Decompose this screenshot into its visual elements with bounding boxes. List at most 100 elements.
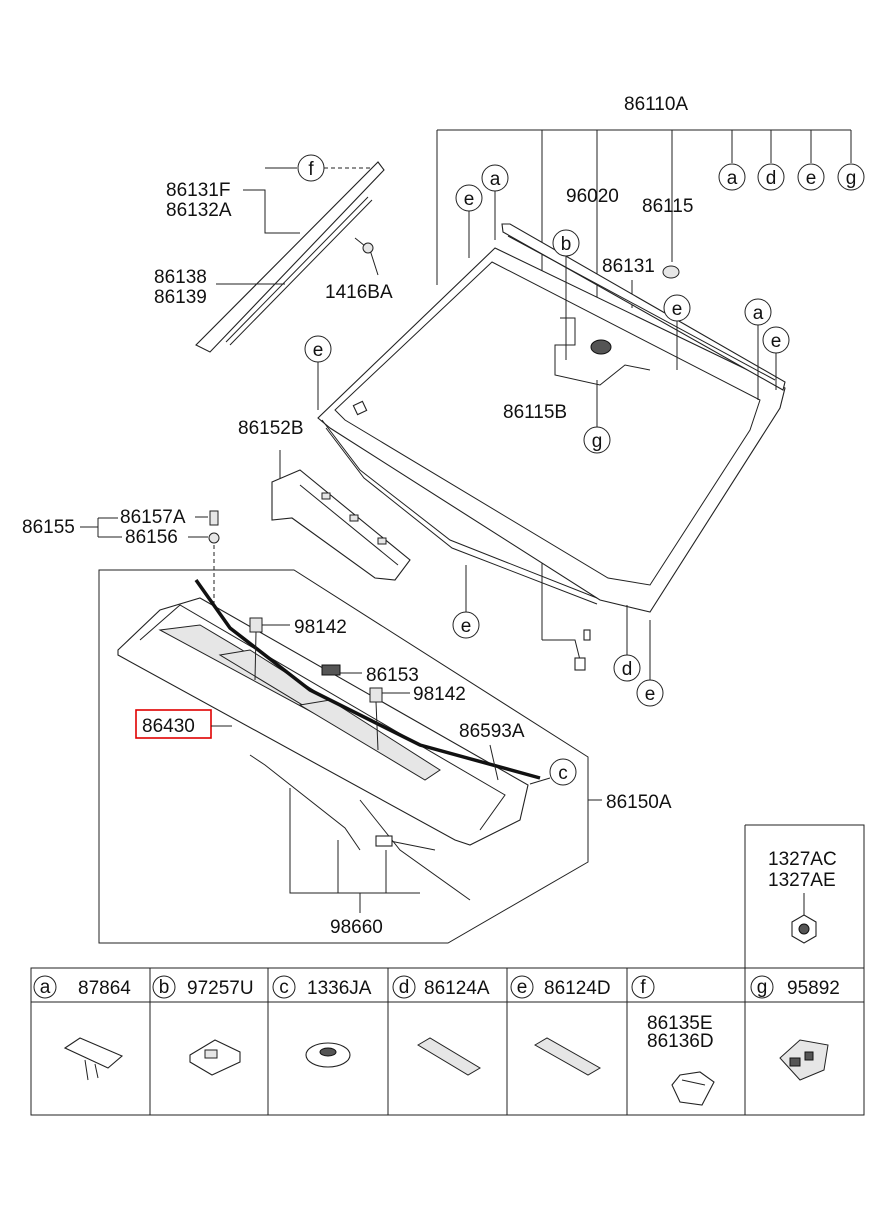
svg-text:d: d — [622, 659, 633, 680]
pillar-molding-section: 86131F 86132A f 86138 86139 1416BA — [154, 154, 393, 353]
clip-86135E-icon — [671, 1071, 715, 1106]
label-86131F: 86131F — [166, 180, 230, 201]
label-86139: 86139 — [154, 287, 207, 308]
callout-circle-d-top: d — [757, 163, 785, 191]
label-86132A: 86132A — [166, 200, 232, 221]
svg-text:g: g — [592, 431, 603, 452]
callout-circle-e-4: e — [304, 335, 332, 363]
svg-text:d: d — [766, 168, 777, 189]
label-86153: 86153 — [366, 665, 419, 686]
legend-part-d: 86124A — [424, 978, 490, 999]
svg-text:a: a — [727, 168, 738, 189]
svg-text:a: a — [753, 303, 764, 324]
pad-86124A-icon — [417, 1037, 481, 1076]
clip-86157A — [209, 510, 219, 526]
trim-86152B-section: 86152B — [238, 418, 411, 581]
legend-part-a: 87864 — [78, 978, 131, 999]
legend-table: a 87864 b 97257U c 1336JA d 86124A e — [30, 967, 865, 1116]
clip-86115 — [662, 265, 680, 279]
callout-circle-d-1: d — [613, 654, 641, 682]
legend-cell-f: f 86135E 86136D — [631, 975, 715, 1106]
callout-circle-a-top: a — [718, 163, 746, 191]
label-1327AE: 1327AE — [768, 870, 836, 891]
svg-text:e: e — [806, 168, 817, 189]
legend-cell-e: e 86124D — [510, 975, 611, 1076]
svg-text:c: c — [558, 763, 568, 784]
svg-text:e: e — [645, 684, 656, 705]
label-86430: 86430 — [142, 716, 195, 737]
callout-circle-c: c — [549, 758, 577, 786]
legend-part-f1: 86135E — [647, 1013, 713, 1034]
svg-text:d: d — [399, 977, 410, 998]
label-1416BA: 1416BA — [325, 282, 393, 303]
pad-86124D-icon — [533, 1037, 602, 1076]
seal-86593A — [194, 578, 541, 780]
clip-95892-icon — [779, 1039, 829, 1081]
callout-circle-a-1: a — [481, 164, 509, 192]
label-86593A: 86593A — [459, 721, 525, 742]
callout-circle-e-2: e — [663, 294, 691, 322]
label-86155: 86155 — [22, 517, 75, 538]
svg-text:e: e — [313, 340, 324, 361]
svg-text:a: a — [40, 977, 51, 998]
label-86138: 86138 — [154, 267, 207, 288]
nozzle-98142-1 — [249, 617, 263, 633]
callout-circle-e-top: e — [797, 163, 825, 191]
nut-box: 1327AC 1327AE — [744, 824, 865, 968]
callout-circle-e-3: e — [762, 326, 790, 354]
highlight-box-86430 — [135, 709, 212, 739]
grommet-86156 — [208, 532, 220, 544]
legend-part-b: 97257U — [187, 978, 254, 999]
label-86152B: 86152B — [238, 418, 304, 439]
callout-circle-g-top: g — [837, 163, 865, 191]
label-86115B: 86115B — [503, 402, 567, 423]
legend-part-f2: 86136D — [647, 1031, 714, 1052]
svg-text:b: b — [159, 977, 170, 998]
svg-text:a: a — [490, 169, 501, 190]
windshield-section: 86110A a d e g 96020 86115 86131 86115B … — [304, 94, 865, 707]
callout-circle-e-1: e — [455, 184, 483, 212]
label-86110A: 86110A — [624, 94, 688, 115]
callout-circle-f: f — [297, 154, 325, 182]
rain-sensor — [590, 339, 612, 355]
legend-cell-d: d 86124A — [392, 975, 490, 1076]
svg-text:e: e — [461, 616, 472, 637]
svg-text:f: f — [640, 977, 646, 998]
legend-part-c: 1336JA — [307, 978, 372, 999]
svg-text:e: e — [771, 331, 782, 352]
svg-text:e: e — [464, 189, 475, 210]
legend-cell-a: a 87864 — [33, 975, 131, 1081]
svg-text:e: e — [672, 299, 683, 320]
label-96020: 96020 — [566, 186, 619, 207]
callout-circle-e-5: e — [452, 611, 480, 639]
label-98142-1: 98142 — [294, 617, 347, 638]
svg-text:f: f — [308, 159, 314, 180]
legend-part-e: 86124D — [544, 978, 611, 999]
svg-text:b: b — [561, 234, 572, 255]
screw-1416BA — [362, 242, 374, 254]
label-86157A: 86157A — [120, 507, 186, 528]
svg-text:c: c — [279, 977, 289, 998]
svg-text:e: e — [517, 977, 528, 998]
svg-text:g: g — [846, 168, 857, 189]
legend-cell-b: b 97257U — [152, 975, 254, 1076]
callout-circle-a-2: a — [744, 298, 772, 326]
callout-circle-g-1: g — [583, 426, 611, 454]
label-86131: 86131 — [602, 256, 655, 277]
label-1327AC: 1327AC — [768, 849, 837, 870]
cowl-section: 86155 86157A 86156 86593A c 98142 86153 … — [22, 507, 672, 944]
label-86115: 86115 — [642, 196, 693, 217]
clip-87864-icon — [63, 1037, 124, 1069]
legend-part-g: 95892 — [787, 978, 840, 999]
callout-circle-e-6: e — [636, 679, 664, 707]
callout-circle-b: b — [552, 229, 580, 257]
label-86150A: 86150A — [606, 792, 672, 813]
nozzle-98142-2 — [369, 687, 383, 703]
windshield-glass — [317, 247, 786, 613]
side-trim-86152B — [271, 469, 411, 581]
svg-text:g: g — [757, 977, 768, 998]
legend-cell-c: c 1336JA — [272, 975, 372, 1068]
legend-cell-g: g 95892 — [750, 975, 840, 1081]
label-98142-2: 98142 — [413, 684, 466, 705]
